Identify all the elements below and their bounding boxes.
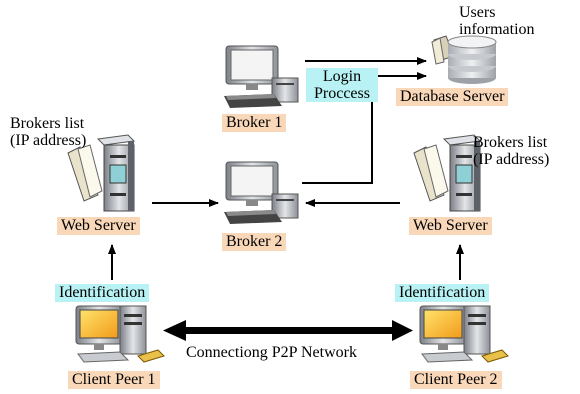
login-process-label: Login Proccess — [306, 68, 378, 102]
web-server-left-label: Web Server — [57, 217, 140, 235]
broker2-label: Broker 2 — [222, 233, 287, 251]
client-peer1-label: Client Peer 1 — [68, 371, 160, 389]
identification-left-label: Identification — [55, 284, 150, 302]
web-server-right-label: Web Server — [409, 217, 492, 235]
brokers-list-left-line1: Brokers list — [10, 115, 85, 132]
p2p-double-arrow — [163, 320, 413, 341]
brokers-list-left-line2: (IP address) — [10, 132, 87, 149]
web-server-left-icon — [67, 134, 136, 212]
brokers-list-right-line1: Brokers list — [473, 134, 548, 151]
database-server-label: Database Server — [396, 88, 509, 106]
arrow-broker2-to-database — [302, 72, 427, 184]
broker1-computer-icon — [224, 45, 299, 108]
web-server-right-icon — [413, 134, 482, 212]
users-information-line2: information — [459, 21, 535, 38]
brokers-list-right-line2: (IP address) — [473, 151, 550, 168]
login-process-line2: Proccess — [314, 85, 370, 102]
client-peer1-computer-icon — [75, 305, 165, 363]
broker2-computer-icon — [224, 161, 299, 224]
users-information-line1: Users — [459, 4, 496, 21]
connection-arrows — [108, 57, 464, 280]
database-icon — [431, 35, 497, 84]
broker1-label: Broker 1 — [222, 114, 287, 132]
p2p-network-label: Connectiong P2P Network — [186, 344, 357, 361]
brokers-list-left-label: Brokers list (IP address) — [10, 115, 86, 149]
brokers-list-right-label: Brokers list (IP address) — [473, 134, 549, 168]
client-peer2-computer-icon — [419, 305, 509, 363]
users-information-label: Users information — [459, 4, 535, 38]
client-peer2-label: Client Peer 2 — [410, 371, 502, 389]
login-process-line1: Login — [322, 68, 362, 85]
identification-right-label: Identification — [395, 284, 490, 302]
